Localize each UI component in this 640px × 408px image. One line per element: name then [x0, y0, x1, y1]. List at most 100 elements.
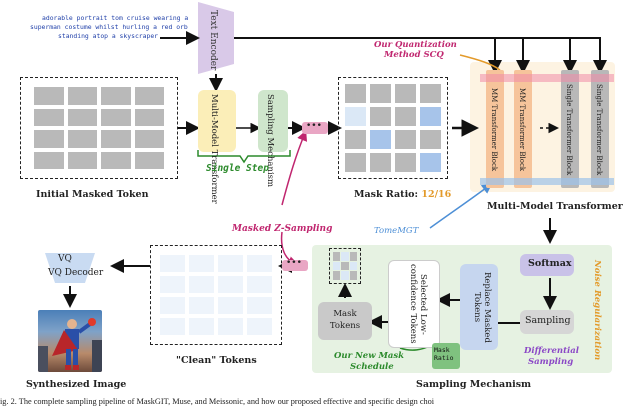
- masked-token-cell: [67, 151, 97, 169]
- masked-token-cell: [34, 130, 64, 148]
- tomemgt-strip-bottom: [480, 178, 614, 185]
- small-token-cell: [341, 252, 349, 261]
- mask-ratio-cell: [395, 107, 416, 126]
- clean-token-cell: [189, 255, 214, 272]
- mask-ratio-grid: [345, 84, 441, 172]
- clean-token-cell: [189, 297, 214, 314]
- masked-token-cell: [134, 87, 164, 105]
- prompt-line-2: superman costume whilst hurling a red or…: [30, 23, 188, 31]
- right-section-title: Multi-Model Transformer: [487, 201, 623, 212]
- sampling-label: Sampling: [525, 315, 571, 326]
- clean-token-cell: [189, 276, 214, 293]
- mask-ratio-cell: [370, 130, 391, 149]
- clean-token-cell: [160, 276, 185, 293]
- single-step-brace: [197, 150, 291, 164]
- quantization-strip-top: [480, 74, 614, 82]
- small-token-cell: [349, 252, 357, 261]
- clean-token-cell: [218, 318, 243, 335]
- mask-ratio-label: Mask Ratio: 12/16: [354, 189, 451, 200]
- small-token-frame: [329, 248, 361, 284]
- small-token-cell: [333, 261, 341, 271]
- mask-ratio-cell: [420, 84, 441, 103]
- masked-token-cell: [67, 87, 97, 105]
- mask-tokens-box: [318, 302, 372, 340]
- new-mask-schedule-2: Schedule: [350, 362, 394, 372]
- masked-z-sampling-label: Masked Z-Sampling: [232, 224, 333, 234]
- selected-low-conf-box: [388, 260, 440, 348]
- mm-block-1: [486, 70, 504, 188]
- clean-token-cell: [247, 297, 272, 314]
- new-mask-schedule-1: Our New Mask: [334, 351, 405, 361]
- mask-ratio-cell: [345, 153, 366, 172]
- small-token-cell: [333, 252, 341, 261]
- masked-token-cell: [67, 108, 97, 126]
- masked-token-cell: [67, 130, 97, 148]
- mask-ratio-frame: [338, 77, 448, 179]
- masked-token-cell: [34, 87, 64, 105]
- differential-sampling-1: Differential: [524, 346, 579, 356]
- clean-token-cell: [247, 255, 272, 272]
- vq-decoder-label: VQ Decoder: [48, 268, 104, 278]
- mask-ratio-text: Mask Ratio:: [354, 189, 419, 200]
- replace-masked-box: [460, 264, 498, 350]
- clean-tokens-grid: [160, 255, 272, 335]
- vq-decoder-shape: [45, 253, 95, 283]
- mask-ratio-cell: [395, 84, 416, 103]
- clean-token-cell: [189, 318, 214, 335]
- replace-masked-label: Replace Masked Tokens: [472, 271, 492, 343]
- masked-token-cell: [34, 151, 64, 169]
- sampling-mechanism-title: Sampling Mechanism: [416, 379, 532, 390]
- single-block-1: [561, 70, 579, 188]
- mask-tokens-label: Mask Tokens: [329, 309, 361, 331]
- noise-regularization-label: Noise Regularization: [592, 260, 602, 361]
- initial-token-grid: [34, 87, 164, 169]
- text-encoder-label: Text Encoder: [208, 10, 218, 71]
- mask-ratio-cell: [395, 130, 416, 149]
- single-block-2: [591, 70, 609, 188]
- masked-token-cell: [101, 151, 131, 169]
- figure-caption: ig. 2. The complete sampling pipeline of…: [0, 397, 435, 406]
- differential-sampling-2: Sampling: [528, 357, 574, 367]
- clean-token-cell: [160, 255, 185, 272]
- small-token-cell: [333, 271, 341, 280]
- mask-ratio-cell: [420, 153, 441, 172]
- synthesized-image-label: Synthesized Image: [26, 379, 127, 390]
- clean-token-cell: [218, 255, 243, 272]
- clean-tokens-frame: [150, 245, 282, 345]
- sampling-mechanism-box: [258, 90, 288, 152]
- masked-token-cell: [134, 108, 164, 126]
- ellipsis-pill-2: [282, 260, 308, 271]
- single-block-1-label: Single Transformer Block: [565, 84, 573, 176]
- selected-low-conf-label: Selected Low-confidence Tokens: [408, 264, 428, 344]
- multi-model-transformer-box: [198, 90, 236, 152]
- ellipsis-pill-2-dots: •••: [286, 258, 302, 268]
- prompt-line-1: adorable portrait tom cruise wearing a: [42, 14, 189, 22]
- ellipsis-pill: [302, 122, 328, 134]
- mask-ratio-cell: [370, 153, 391, 172]
- masked-token-cell: [101, 87, 131, 105]
- mask-ratio-cell: [370, 84, 391, 103]
- initial-token-frame: [20, 77, 178, 179]
- clean-token-cell: [218, 297, 243, 314]
- tomemgt-label: TomeMGT: [374, 226, 419, 236]
- clean-token-cell: [160, 297, 185, 314]
- sampling-mechanism-box-label: Sampling Mechanism: [265, 94, 275, 188]
- mask-ratio-value: 12/16: [421, 189, 452, 200]
- masked-token-cell: [34, 108, 64, 126]
- masked-token-cell: [134, 130, 164, 148]
- masked-token-cell: [101, 108, 131, 126]
- masked-token-cell: [134, 151, 164, 169]
- mask-ratio-pill: [432, 343, 460, 369]
- mask-ratio-cell: [420, 130, 441, 149]
- clean-token-cell: [247, 276, 272, 293]
- small-token-cell: [349, 271, 357, 280]
- small-token-cell: [341, 271, 349, 280]
- small-token-cell: [349, 261, 357, 271]
- mask-ratio-cell: [345, 84, 366, 103]
- mm-block-1-label: MM Transformer Block: [490, 88, 498, 172]
- prompt-line-3: standing atop a skyscraper: [58, 32, 159, 40]
- clean-token-cell: [218, 276, 243, 293]
- ellipsis-pill-dots: •••: [306, 121, 322, 131]
- softmax-label: Softmax: [528, 258, 572, 269]
